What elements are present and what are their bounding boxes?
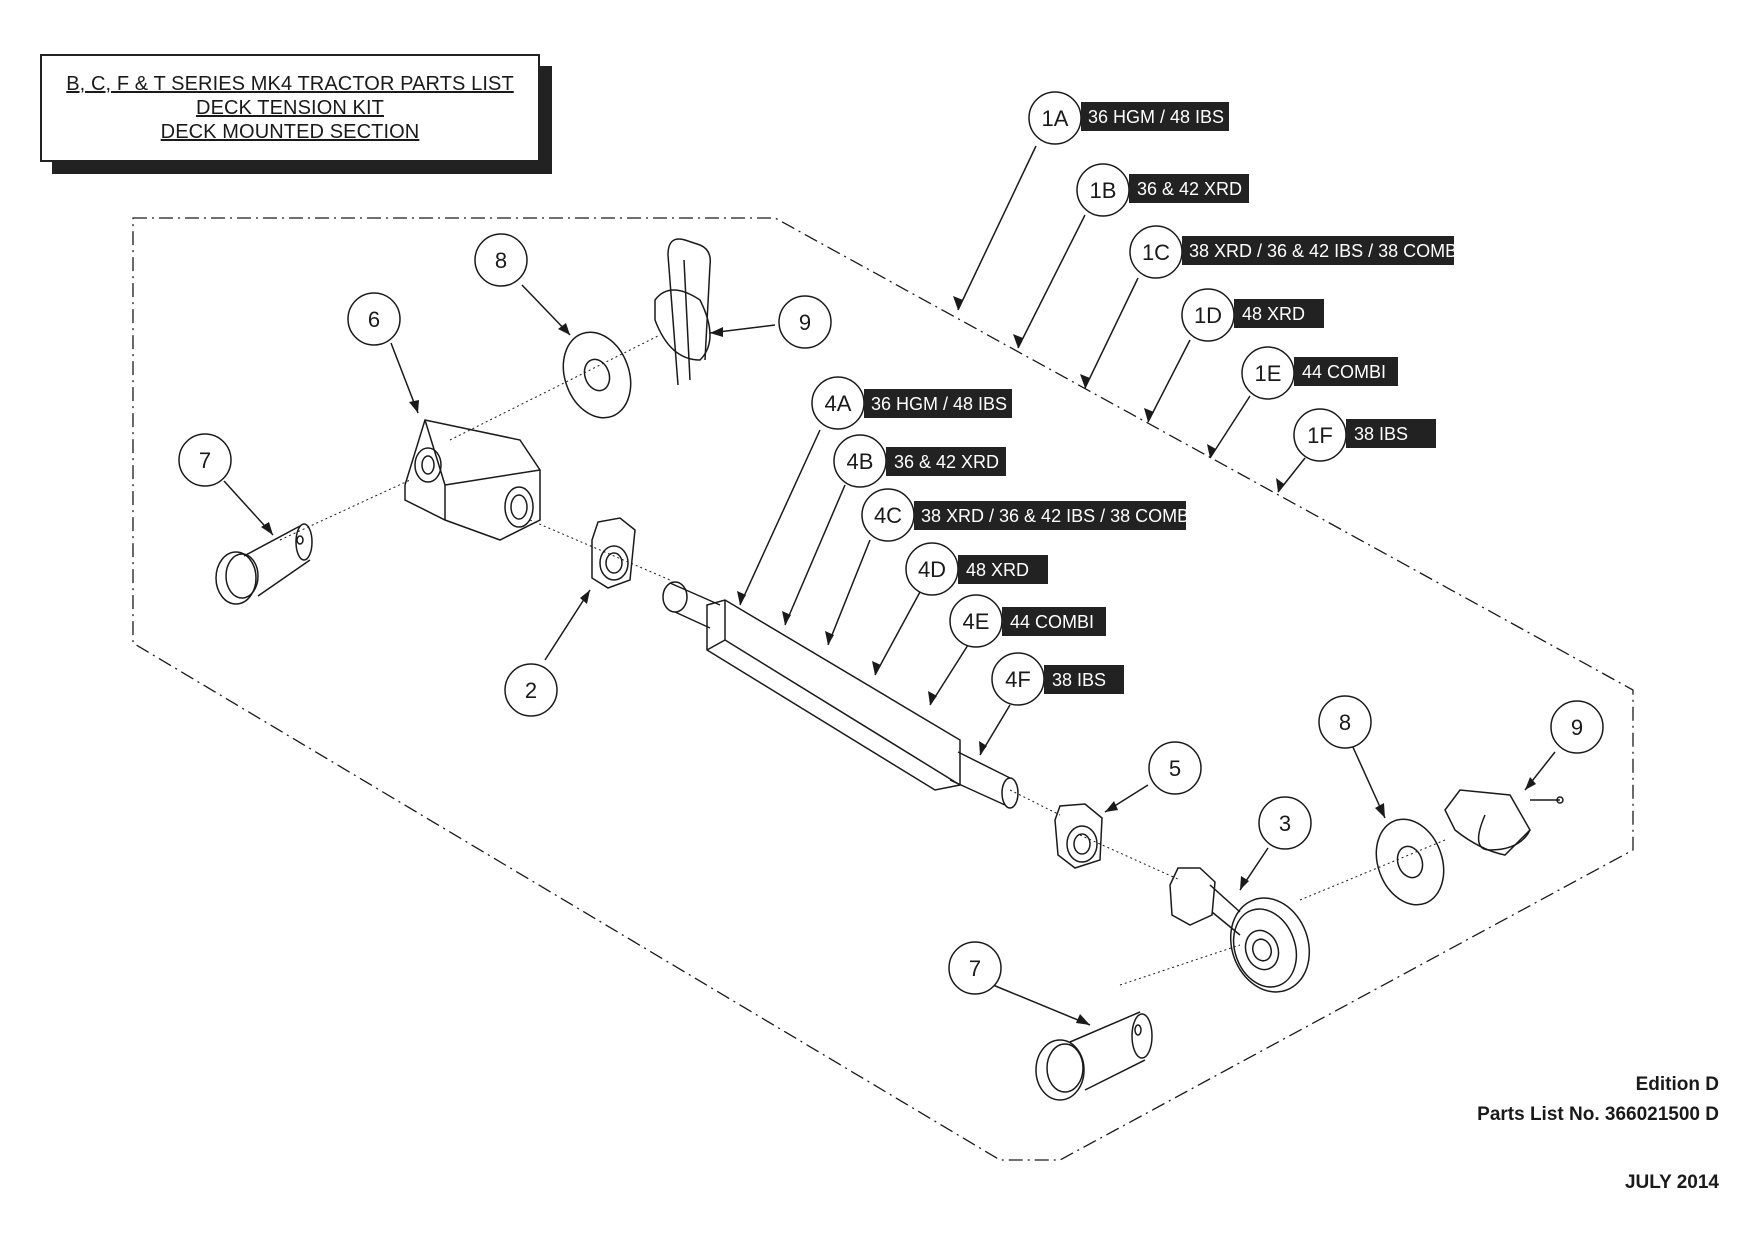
svg-text:6: 6 xyxy=(368,307,380,332)
callout-1F-label: 38 IBS xyxy=(1354,424,1408,444)
callout-1E: 1E 44 COMBI xyxy=(1241,346,1398,400)
callout-4E: 4E 44 COMBI xyxy=(949,594,1106,648)
parts-list-number: Parts List No. 366021500 D xyxy=(1477,1104,1719,1125)
callout-1F-id: 1F xyxy=(1307,423,1333,448)
callout-4A-id: 4A xyxy=(825,391,852,416)
svg-text:3: 3 xyxy=(1279,811,1291,836)
clevis-pin-bottom xyxy=(1035,1011,1153,1101)
hex-nut-right xyxy=(1054,803,1103,869)
deck-boundary xyxy=(132,217,1634,1161)
edition-label: Edition D xyxy=(1635,1074,1719,1095)
callout-4D-label: 48 XRD xyxy=(966,560,1029,580)
callout-4F-label: 38 IBS xyxy=(1052,670,1106,690)
title-block: B, C, F & T SERIES MK4 TRACTOR PARTS LIS… xyxy=(40,54,552,174)
callout-1E-label: 44 COMBI xyxy=(1302,362,1386,382)
callout-5: 5 xyxy=(1148,741,1202,795)
callout-4F: 4F 38 IBS xyxy=(991,652,1124,706)
callout-2: 2 xyxy=(504,663,558,717)
callout-1A: 1A 36 HGM / 48 IBS xyxy=(1028,91,1229,145)
callout-7-bottom: 7 xyxy=(948,941,1002,995)
hex-nut-left xyxy=(591,517,636,589)
clevis-block xyxy=(404,419,541,541)
lynch-pin-right xyxy=(1444,789,1564,856)
callout-8-top: 8 xyxy=(474,233,528,287)
callout-4B: 4B 36 & 42 XRD xyxy=(833,434,1006,488)
callout-1E-id: 1E xyxy=(1255,361,1282,386)
callout-7-left: 7 xyxy=(178,433,232,487)
callout-9-right: 9 xyxy=(1550,700,1604,754)
callout-4E-label: 44 COMBI xyxy=(1010,612,1094,632)
callout-4B-label: 36 & 42 XRD xyxy=(894,452,999,472)
callout-6: 6 xyxy=(347,292,401,346)
callout-4A-label: 36 HGM / 48 IBS xyxy=(871,394,1007,414)
title-line-2: DECK TENSION KIT xyxy=(196,97,384,119)
callout-1C: 1C 38 XRD / 36 & 42 IBS / 38 COMBI xyxy=(1129,225,1462,279)
callout-1B: 1B 36 & 42 XRD xyxy=(1076,163,1249,217)
svg-text:7: 7 xyxy=(969,956,981,981)
callout-1D: 1D 48 XRD xyxy=(1181,288,1324,342)
callout-4B-id: 4B xyxy=(847,449,874,474)
svg-text:8: 8 xyxy=(1339,710,1351,735)
callout-1F: 1F 38 IBS xyxy=(1293,408,1436,462)
svg-text:8: 8 xyxy=(495,248,507,273)
callout-4D-id: 4D xyxy=(918,557,946,582)
callout-3: 3 xyxy=(1258,796,1312,850)
title-line-3: DECK MOUNTED SECTION xyxy=(160,121,420,143)
svg-text:9: 9 xyxy=(1571,715,1583,740)
svg-text:5: 5 xyxy=(1169,756,1181,781)
callout-4C-id: 4C xyxy=(874,503,902,528)
leaders-1 xyxy=(957,145,1306,493)
washer-top xyxy=(562,331,632,419)
adjuster-rod xyxy=(662,581,1019,809)
callout-1D-id: 1D xyxy=(1194,303,1222,328)
leaders-4 xyxy=(739,429,1011,756)
svg-text:9: 9 xyxy=(799,310,811,335)
callout-8-right: 8 xyxy=(1318,695,1372,749)
washer-right xyxy=(1375,818,1445,906)
title-line-1: B, C, F & T SERIES MK4 TRACTOR PARTS LIS… xyxy=(66,73,514,95)
rod-end xyxy=(1169,867,1311,993)
callout-4C-label: 38 XRD / 36 & 42 IBS / 38 COMBI xyxy=(921,506,1194,526)
callout-4A: 4A 36 HGM / 48 IBS xyxy=(811,376,1012,430)
callout-1B-label: 36 & 42 XRD xyxy=(1137,179,1242,199)
callout-4D: 4D 48 XRD xyxy=(905,542,1048,596)
svg-text:2: 2 xyxy=(525,678,537,703)
svg-text:7: 7 xyxy=(199,448,211,473)
clevis-pin-left xyxy=(215,523,313,605)
callout-4F-id: 4F xyxy=(1005,667,1031,692)
title-block-frame: B, C, F & T SERIES MK4 TRACTOR PARTS LIS… xyxy=(40,54,540,162)
callout-1A-label: 36 HGM / 48 IBS xyxy=(1088,107,1224,127)
callout-9-top: 9 xyxy=(778,295,832,349)
callout-1B-id: 1B xyxy=(1090,178,1117,203)
callout-1C-label: 38 XRD / 36 & 42 IBS / 38 COMBI xyxy=(1189,241,1462,261)
callout-1C-id: 1C xyxy=(1142,240,1170,265)
r-clip-top xyxy=(654,238,712,386)
callout-1A-id: 1A xyxy=(1042,106,1069,131)
callout-1D-label: 48 XRD xyxy=(1242,304,1305,324)
callout-4C: 4C 38 XRD / 36 & 42 IBS / 38 COMBI xyxy=(861,488,1194,542)
publication-date: JULY 2014 xyxy=(1624,1172,1719,1193)
callout-4E-id: 4E xyxy=(963,609,990,634)
